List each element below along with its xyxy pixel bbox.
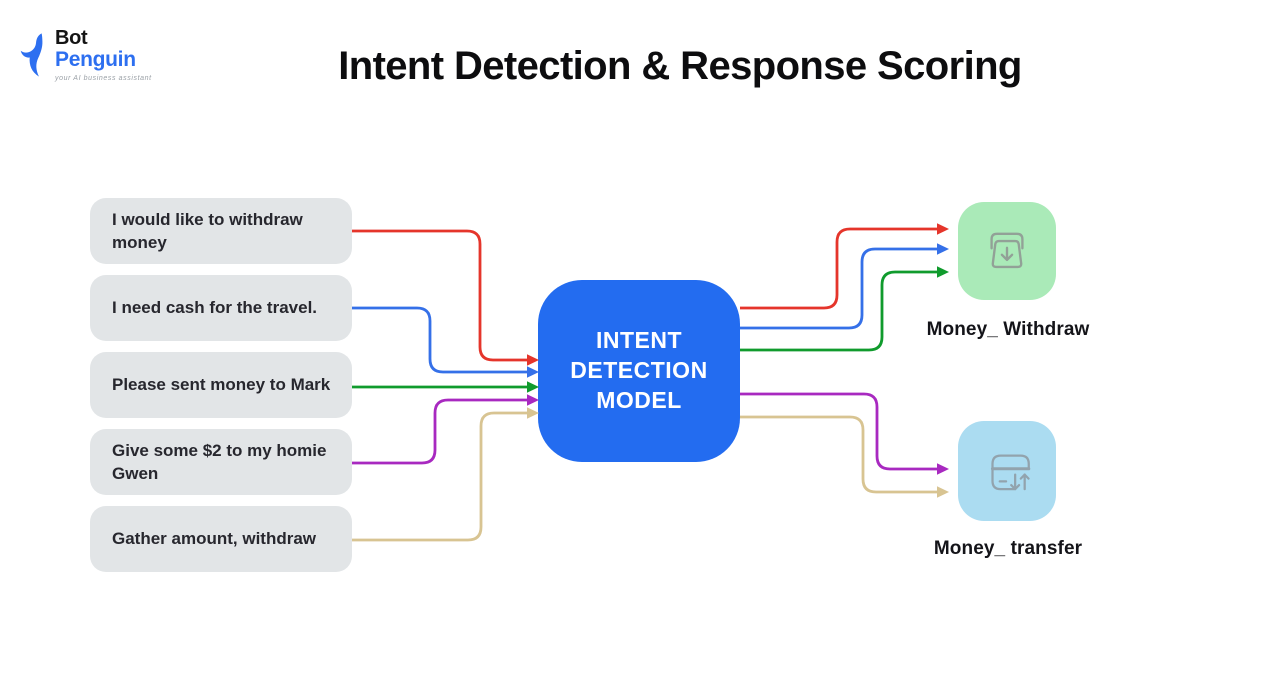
model-line: DETECTION	[570, 357, 708, 384]
utterance-text: I need cash for the travel.	[112, 298, 318, 318]
page-title: Intent Detection & Response Scoring	[338, 44, 1022, 88]
connector-utterance-4-to-model	[352, 398, 528, 465]
utterance-bubble-4: Give some $2 to my homie Gwen	[90, 429, 352, 495]
connector-utterance-1-to-model	[352, 229, 528, 362]
brand-name-bot: Bot	[55, 27, 88, 49]
connector-model-to-money-withdraw	[740, 227, 938, 310]
connector-model-to-money-withdraw	[740, 247, 938, 330]
utterance-bubble-2: I need cash for the travel.	[90, 275, 352, 341]
arrowhead-icon	[937, 223, 949, 235]
arrowhead-icon	[937, 463, 949, 475]
brand-name-penguin: Penguin	[55, 48, 136, 71]
connector-model-to-money-transfer	[740, 392, 938, 471]
utterance-bubble-5: Gather amount, withdraw	[90, 506, 352, 572]
arrowhead-icon	[937, 486, 949, 498]
brand-tagline: your AI business assistant	[55, 75, 152, 83]
connector-model-to-money-transfer	[740, 415, 938, 494]
connector-utterance-2-to-model	[352, 306, 528, 374]
intent-card-money-withdraw	[958, 202, 1056, 300]
model-line: INTENT	[595, 327, 683, 354]
utterance-bubble-1: I would like to withdraw money	[90, 198, 352, 264]
intent-label-money-transfer: Money_ transfer	[933, 538, 1083, 559]
utterance-text: I would like to withdraw money	[112, 209, 303, 252]
card-transfer-icon	[990, 454, 1031, 491]
atm-withdraw-icon	[990, 232, 1024, 269]
botpenguin-logo: Bot Penguin your AI business assistant	[20, 28, 152, 82]
model-line: MODEL	[596, 386, 682, 413]
utterance-text: Give some $2 to my homie Gwen	[112, 440, 327, 483]
utterance-text: Gather amount, withdraw	[112, 529, 317, 549]
utterance-bubble-3: Please sent money to Mark	[90, 352, 352, 418]
intent-model: INTENT DETECTION MODEL	[538, 280, 740, 462]
connector-utterance-5-to-model	[352, 411, 528, 542]
arrowhead-icon	[937, 266, 949, 278]
penguin-logo-icon	[20, 33, 43, 77]
arrowhead-icon	[937, 243, 949, 255]
intent-label-money-withdraw: Money_ Withdraw	[926, 319, 1090, 340]
utterance-text: Please sent money to Mark	[112, 375, 331, 395]
intent-card-money-transfer	[958, 421, 1056, 521]
